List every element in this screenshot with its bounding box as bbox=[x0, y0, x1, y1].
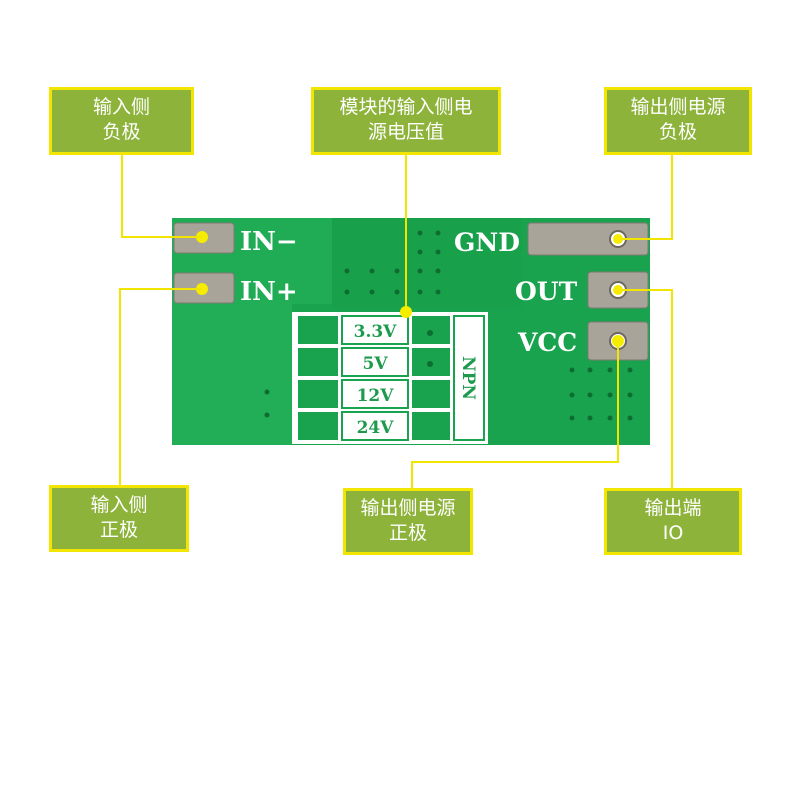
callout-line: IO bbox=[662, 522, 684, 544]
callout-output-power-positive: 输出侧电源 正极 bbox=[343, 488, 473, 555]
in-plus-label: IN+ bbox=[240, 277, 298, 307]
voltage-table bbox=[292, 312, 488, 444]
callout-line: 源电压值 bbox=[367, 121, 444, 143]
via-dots bbox=[264, 230, 633, 421]
vcc-label: VCC bbox=[517, 328, 577, 357]
gnd-label: GND bbox=[454, 228, 520, 257]
callout-input-positive: 输入侧 正极 bbox=[49, 485, 189, 552]
callout-output-io: 输出端 IO bbox=[604, 488, 742, 555]
pcb-mid-region bbox=[332, 218, 522, 308]
callout-output-power-negative: 输出侧电源 负极 bbox=[604, 87, 752, 155]
callout-line: 输出端 bbox=[644, 497, 702, 519]
callout-line: 输入侧 bbox=[92, 96, 150, 118]
callout-input-negative: 输入侧 负极 bbox=[49, 87, 194, 155]
voltage-12v: 12V bbox=[357, 386, 395, 406]
callout-line: 负极 bbox=[658, 121, 697, 143]
out-label: OUT bbox=[515, 277, 578, 306]
callout-line: 正极 bbox=[99, 519, 138, 541]
in-minus-label: IN− bbox=[240, 227, 298, 257]
callout-line: 输入侧 bbox=[90, 494, 148, 516]
voltage-5v: 5V bbox=[362, 354, 388, 374]
callout-endpoints bbox=[400, 234, 624, 347]
callout-line: 模块的输入侧电 bbox=[339, 96, 473, 118]
pcb-input-copper bbox=[172, 300, 292, 445]
callout-module-input-voltage: 模块的输入侧电 源电压值 bbox=[311, 87, 501, 155]
callout-line: 正极 bbox=[388, 522, 427, 544]
callout-line: 负极 bbox=[102, 121, 141, 143]
callout-line: 输出侧电源 bbox=[630, 96, 726, 118]
npn-label: NPN bbox=[458, 356, 478, 400]
leader-lines bbox=[119, 154, 673, 488]
voltage-3v3: 3.3V bbox=[354, 322, 398, 342]
voltage-24v: 24V bbox=[357, 418, 395, 438]
callout-line: 输出侧电源 bbox=[360, 497, 456, 519]
